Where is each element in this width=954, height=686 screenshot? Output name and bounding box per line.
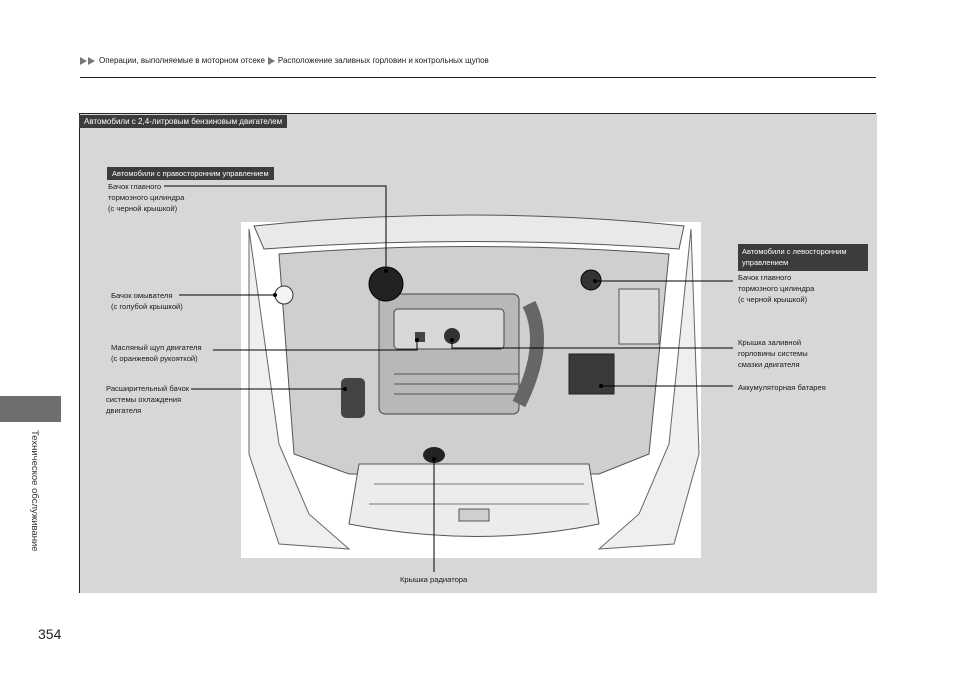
expansion-tank (341, 378, 365, 418)
label-line: тормозного цилиндра (738, 284, 815, 293)
emblem-mount (458, 508, 490, 522)
breadcrumb-part-1[interactable]: Операции, выполняемые в моторном отсеке (99, 56, 265, 65)
label-line: (с черной крышкой) (108, 204, 178, 213)
lhd-tag-line: Автомобили с левосторонним (742, 247, 847, 256)
leader-lines (164, 185, 733, 572)
battery (568, 353, 615, 395)
expansion-tank-label: Расширительный бачок системы охлаждения … (106, 383, 189, 416)
dipstick-handle (415, 332, 425, 342)
label-line: (с черной крышкой) (738, 295, 808, 304)
washer-cap (274, 285, 294, 305)
arrow-icon (267, 56, 275, 65)
breadcrumb: Операции, выполняемые в моторном отсеке … (80, 56, 489, 65)
brake-reservoir-rhd-label: Бачок главного тормозного цилиндра (с че… (108, 181, 184, 214)
engine-bay-illustration (164, 185, 733, 572)
label-line: Бачок омывателя (111, 291, 173, 300)
leader-oil-filler (451, 340, 733, 349)
label-line: Бачок главного (738, 273, 792, 282)
oil-filler-label: Крышка заливной горловины системы смазки… (738, 337, 808, 370)
label-line: тормозного цилиндра (108, 193, 185, 202)
hood-edge (253, 214, 685, 250)
label-line: (с голубой крышкой) (111, 302, 183, 311)
lhd-tag: Автомобили с левосторонним управлением (738, 244, 868, 271)
intake-hose (512, 300, 544, 408)
fender-left (248, 228, 351, 550)
radiator-cap-label: Крышка радиатора (400, 575, 468, 584)
leader-dipstick (213, 340, 418, 351)
label-line: Крышка заливной (738, 338, 802, 347)
dipstick-label: Масляный щуп двигателя (с оранжевой руко… (111, 342, 202, 364)
oil-filler-cap (444, 328, 460, 344)
brake-reservoir-cap-lhd (580, 269, 602, 291)
label-line: (с оранжевой рукояткой) (111, 354, 198, 363)
page-number: 354 (38, 626, 62, 642)
header-rule (80, 77, 876, 78)
washer-label: Бачок омывателя (с голубой крышкой) (111, 290, 183, 312)
brake-reservoir-lhd-label: Бачок главного тормозного цилиндра (с че… (738, 272, 814, 305)
label-line: двигателя (106, 406, 142, 415)
section-side-tab[interactable] (0, 396, 61, 422)
label-line: Расширительный бачок (106, 384, 190, 393)
breadcrumb-part-2[interactable]: Расположение заливных горловин и контрол… (277, 56, 489, 65)
fender-right (597, 228, 700, 550)
panel-top-rule (79, 113, 876, 114)
arrow-icon (88, 56, 95, 65)
label-line: смазки двигателя (738, 360, 800, 369)
label-line: Масляный щуп двигателя (111, 343, 202, 352)
label-line: Бачок главного (108, 182, 162, 191)
arrow-icon (80, 56, 87, 65)
fuse-box (618, 288, 660, 345)
rhd-tag: Автомобили с правосторонним управлением (107, 167, 274, 180)
front-grille (348, 463, 600, 537)
battery-label: Аккумуляторная батарея (738, 383, 826, 392)
lhd-tag-line: управлением (742, 258, 789, 267)
label-line: системы охлаждения (106, 395, 182, 404)
leader-brake-rhd (164, 185, 387, 271)
label-line: горловины системы (738, 349, 808, 358)
section-side-label: Техническое обслуживание (29, 430, 40, 552)
section-tag: Автомобили с 2,4-литровым бензиновым дви… (79, 115, 288, 128)
radiator-cap (423, 447, 445, 463)
